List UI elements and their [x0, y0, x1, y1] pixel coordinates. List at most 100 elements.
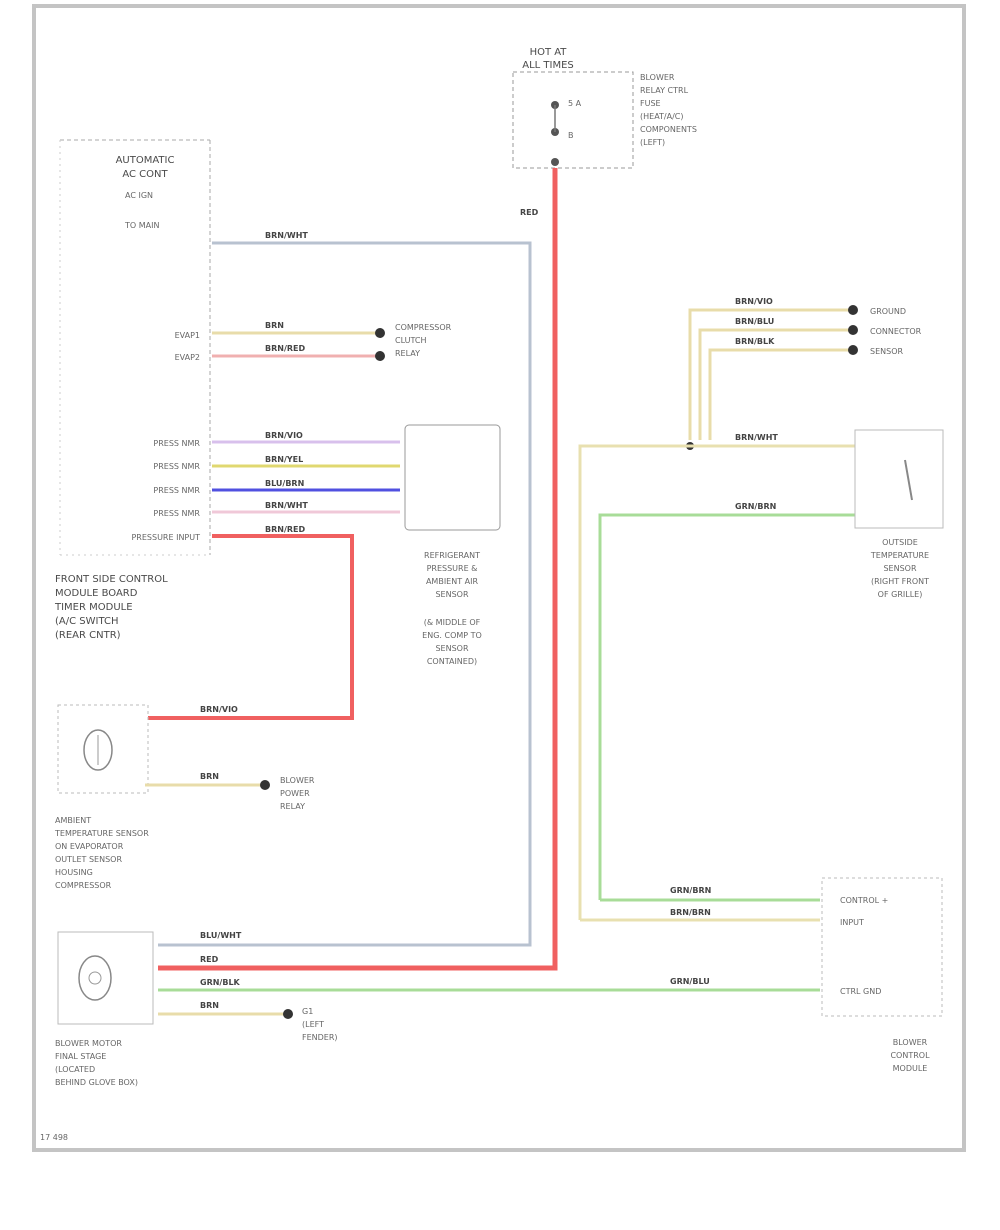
svg-text:CTRL GND: CTRL GND	[840, 987, 881, 996]
svg-text:BLOWER MOTOR: BLOWER MOTOR	[55, 1039, 122, 1048]
svg-text:CLUTCH: CLUTCH	[395, 336, 427, 345]
svg-text:PRESS NMR: PRESS NMR	[153, 439, 200, 448]
pressure-sensor: REFRIGERANT PRESSURE & AMBIENT AIR SENSO…	[404, 424, 501, 666]
svg-text:BRN/VIO: BRN/VIO	[265, 431, 303, 440]
outside-temp-caption: OUTSIDE TEMPERATURE SENSOR (RIGHT FRONT …	[870, 538, 929, 599]
svg-text:BRN/VIO: BRN/VIO	[735, 297, 773, 306]
svg-text:(LEFT: (LEFT	[302, 1020, 324, 1029]
svg-text:BLOWER: BLOWER	[893, 1038, 928, 1047]
fuse-side-text: BLOWER RELAY CTRL FUSE (HEAT/A/C) COMPON…	[640, 73, 697, 147]
svg-text:TEMPERATURE SENSOR: TEMPERATURE SENSOR	[54, 829, 149, 838]
fuse-title-1: HOT AT	[530, 47, 568, 58]
svg-text:BLU/BRN: BLU/BRN	[265, 479, 304, 488]
svg-text:FENDER): FENDER)	[302, 1033, 338, 1042]
svg-text:BRN: BRN	[200, 1001, 219, 1010]
svg-text:(HEAT/A/C): (HEAT/A/C)	[640, 112, 684, 121]
svg-text:POWER: POWER	[280, 789, 310, 798]
svg-text:SENSOR: SENSOR	[435, 590, 468, 599]
pressure-sensor-caption: REFRIGERANT PRESSURE & AMBIENT AIR SENSO…	[422, 551, 482, 666]
outside-temp-sensor: OUTSIDE TEMPERATURE SENSOR (RIGHT FRONT …	[854, 429, 944, 599]
right-connector-text: GROUND CONNECTOR SENSOR	[870, 307, 922, 356]
svg-text:GRN/BLU: GRN/BLU	[670, 977, 710, 986]
footer-code: 17 498	[40, 1133, 68, 1142]
module-top-1: AUTOMATIC	[116, 155, 175, 166]
svg-text:SENSOR: SENSOR	[883, 564, 916, 573]
wire-red-main	[158, 168, 558, 971]
blower-control-caption: BLOWER CONTROL MODULE	[890, 1038, 930, 1073]
svg-text:BRN/YEL: BRN/YEL	[265, 455, 303, 464]
svg-text:(A/C SWITCH: (A/C SWITCH	[55, 616, 118, 627]
svg-text:BRN: BRN	[265, 321, 284, 330]
svg-text:CONNECTOR: CONNECTOR	[870, 327, 922, 336]
svg-text:REFRIGERANT: REFRIGERANT	[424, 551, 480, 560]
svg-text:FINAL STAGE: FINAL STAGE	[55, 1052, 106, 1061]
svg-text:BLOWER: BLOWER	[280, 776, 315, 785]
svg-text:FUSE: FUSE	[640, 99, 661, 108]
svg-text:GROUND: GROUND	[870, 307, 906, 316]
ambient-sensor-caption: AMBIENT TEMPERATURE SENSOR ON EVAPORATOR…	[54, 816, 149, 890]
svg-text:BRN/RED: BRN/RED	[265, 344, 306, 353]
connector-4-text: G1 (LEFT FENDER)	[302, 1007, 338, 1042]
svg-text:INPUT: INPUT	[840, 918, 864, 927]
svg-text:OUTLET SENSOR: OUTLET SENSOR	[55, 855, 122, 864]
svg-text:BRN/VIO: BRN/VIO	[200, 705, 238, 714]
svg-text:TEMPERATURE: TEMPERATURE	[870, 551, 929, 560]
wire-gray-top	[158, 241, 532, 947]
connector-2-text: BLOWER POWER RELAY	[280, 776, 315, 811]
svg-text:BRN/WHT: BRN/WHT	[735, 433, 778, 442]
svg-text:(LEFT): (LEFT)	[640, 138, 665, 147]
fuse-title-2: ALL TIMES	[522, 60, 574, 71]
svg-text:BRN/RED: BRN/RED	[265, 525, 306, 534]
control-module: AUTOMATIC AC CONT AC IGN TO MAIN EVAP1 E…	[54, 139, 211, 641]
svg-text:SENSOR: SENSOR	[870, 347, 903, 356]
svg-text:MODULE BOARD: MODULE BOARD	[55, 588, 138, 599]
svg-text:FRONT SIDE CONTROL: FRONT SIDE CONTROL	[55, 574, 168, 585]
svg-text:MODULE: MODULE	[893, 1064, 928, 1073]
svg-text:(RIGHT FRONT: (RIGHT FRONT	[871, 577, 929, 586]
svg-text:OUTSIDE: OUTSIDE	[882, 538, 918, 547]
svg-text:PRESSURE &: PRESSURE &	[427, 564, 478, 573]
blower-motor: BLOWER MOTOR FINAL STAGE (LOCATED BEHIND…	[55, 931, 154, 1087]
svg-text:BEHIND GLOVE BOX): BEHIND GLOVE BOX)	[55, 1078, 138, 1087]
module-line-1: AC IGN	[125, 191, 153, 200]
svg-text:SENSOR: SENSOR	[435, 644, 468, 653]
svg-text:GRN/BRN: GRN/BRN	[735, 502, 776, 511]
svg-text:RELAY CTRL: RELAY CTRL	[640, 86, 689, 95]
wire-label-gray-top: BRN/WHT	[265, 231, 308, 240]
svg-text:G1: G1	[302, 1007, 313, 1016]
svg-text:TIMER MODULE: TIMER MODULE	[54, 602, 133, 613]
svg-text:GRN/BRN: GRN/BRN	[670, 886, 711, 895]
svg-text:BRN: BRN	[200, 772, 219, 781]
module-top-2: AC CONT	[122, 169, 168, 180]
fuse-rating: 5 A	[568, 99, 582, 108]
fuse-box: HOT AT ALL TIMES 5 A B BLOWER RELAY CTRL…	[512, 47, 697, 169]
svg-text:COMPRESSOR: COMPRESSOR	[395, 323, 452, 332]
svg-text:BRN/BLU: BRN/BLU	[735, 317, 774, 326]
svg-text:BRN/BLK: BRN/BLK	[735, 337, 775, 346]
svg-text:BLU/WHT: BLU/WHT	[200, 931, 242, 940]
svg-text:COMPRESSOR: COMPRESSOR	[55, 881, 112, 890]
svg-text:(& MIDDLE OF: (& MIDDLE OF	[424, 618, 481, 627]
svg-text:EVAP2: EVAP2	[175, 353, 200, 362]
svg-text:CONTAINED): CONTAINED)	[427, 657, 477, 666]
fuse-id: B	[568, 131, 574, 140]
svg-text:PRESS NMR: PRESS NMR	[153, 462, 200, 471]
diagram-frame	[32, 4, 966, 1152]
connector-1-text: COMPRESSOR CLUTCH RELAY	[395, 323, 452, 358]
svg-text:CONTROL +: CONTROL +	[840, 896, 888, 905]
svg-text:ENG. COMP TO: ENG. COMP TO	[422, 631, 482, 640]
wire-label-red: RED	[520, 208, 539, 217]
svg-text:EVAP1: EVAP1	[175, 331, 200, 340]
svg-text:COMPONENTS: COMPONENTS	[640, 125, 697, 134]
module-caption: FRONT SIDE CONTROL MODULE BOARD TIMER MO…	[54, 574, 168, 641]
svg-text:(LOCATED: (LOCATED	[55, 1065, 95, 1074]
svg-text:RED: RED	[200, 955, 219, 964]
svg-text:AMBIENT AIR: AMBIENT AIR	[426, 577, 479, 586]
svg-text:BLOWER: BLOWER	[640, 73, 675, 82]
svg-text:(REAR CNTR): (REAR CNTR)	[55, 630, 121, 641]
svg-text:PRESS NMR: PRESS NMR	[153, 509, 200, 518]
svg-text:OF GRILLE): OF GRILLE)	[878, 590, 923, 599]
svg-text:RELAY: RELAY	[280, 802, 305, 811]
svg-text:PRESSURE INPUT: PRESSURE INPUT	[131, 533, 200, 542]
